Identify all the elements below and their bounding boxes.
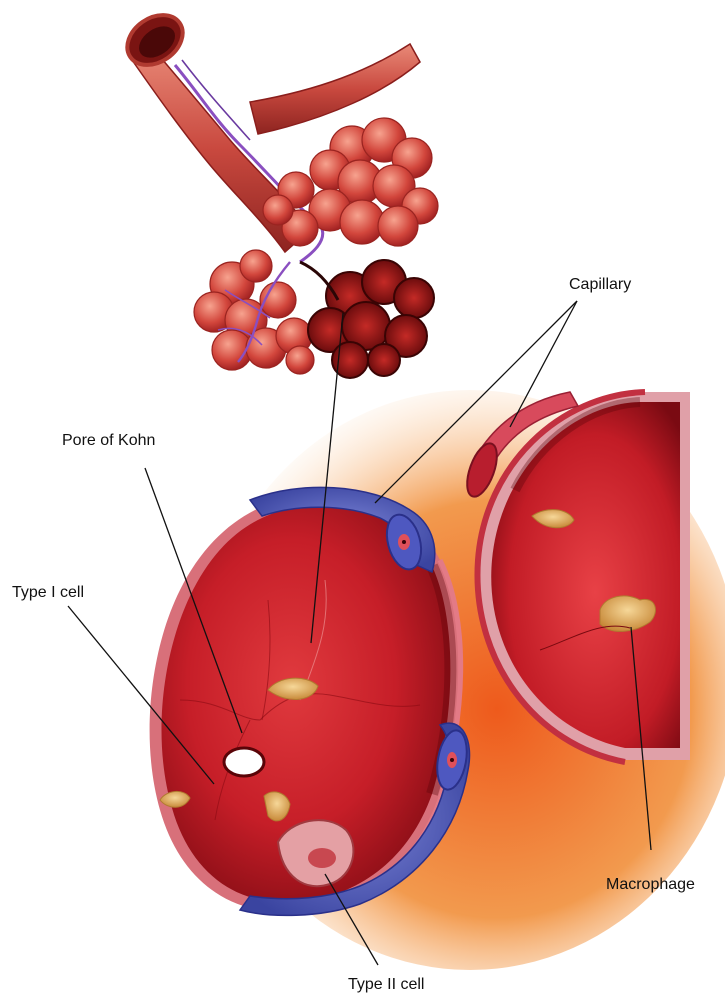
label-macrophage: Macrophage — [606, 876, 695, 894]
label-pore-of-kohn: Pore of Kohn — [62, 432, 155, 450]
alveolar-sac-upper — [263, 118, 438, 246]
alveolar-sac-sectioned — [308, 260, 434, 378]
pore-of-kohn — [224, 748, 264, 776]
label-capillary: Capillary — [569, 276, 631, 294]
label-type-i-cell: Type I cell — [12, 584, 84, 602]
bronchiole-illustration — [118, 5, 438, 378]
alveolar-sac-left — [194, 250, 314, 374]
alveolus-left — [150, 487, 471, 915]
label-type-ii-cell: Type II cell — [348, 976, 424, 994]
